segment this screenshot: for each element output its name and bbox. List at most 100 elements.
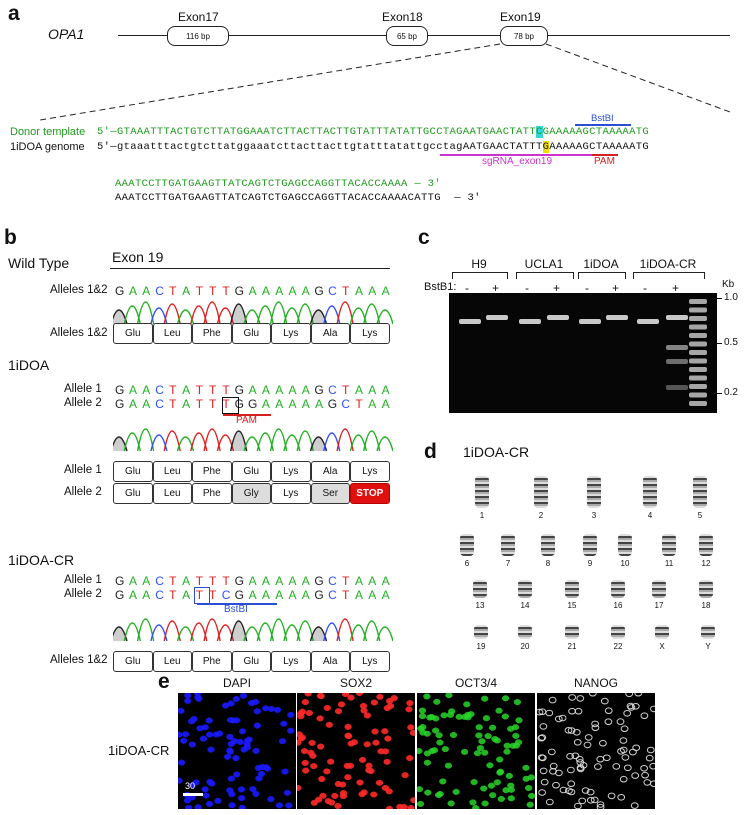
cell-nucleus <box>243 744 251 751</box>
cell-nucleus <box>344 774 352 781</box>
chromosome <box>699 534 713 556</box>
cell-nucleus <box>475 724 483 731</box>
cell-nucleus <box>573 739 582 746</box>
gel-band <box>689 384 707 389</box>
base-letter: A <box>142 383 151 397</box>
base-letter: A <box>381 383 390 397</box>
cell-nucleus <box>327 758 335 765</box>
cell-nucleus <box>640 765 648 772</box>
cell-nucleus <box>627 704 636 711</box>
gel-bands <box>459 299 707 406</box>
amino-acid-box: Glu <box>231 651 271 672</box>
base-letter: G <box>234 284 244 298</box>
cell-nucleus <box>384 735 392 742</box>
cell-nucleus <box>447 800 455 807</box>
chromatogram-peak <box>376 436 393 452</box>
cell-nucleus <box>212 731 220 738</box>
cell-nucleus <box>400 803 408 809</box>
scale-bar <box>183 793 203 796</box>
marker-1: 1.0 <box>724 292 738 303</box>
cell-nucleus <box>489 792 497 799</box>
base-letter: C <box>341 397 351 411</box>
cell-nucleus <box>539 723 548 730</box>
chromosome <box>701 625 715 639</box>
base-letter: A <box>381 588 390 602</box>
cell-nucleus <box>619 737 628 744</box>
cell-nucleus <box>564 727 573 734</box>
base-letter: C <box>328 574 337 588</box>
amino-acid-box: Lys <box>350 461 390 482</box>
base-letter: G <box>314 284 324 298</box>
cell-nucleus <box>568 707 576 715</box>
cell-nucleus <box>381 728 389 735</box>
amino-acid-box: Glu <box>113 323 153 344</box>
cell-nucleus <box>324 798 332 805</box>
cell-nucleus <box>650 780 655 787</box>
cell-nucleus <box>538 789 546 796</box>
chromosome <box>655 625 669 639</box>
cell-nucleus <box>567 727 576 734</box>
cell-nucleus <box>558 714 567 722</box>
cell-nucleus <box>189 781 197 789</box>
cell-nucleus <box>257 770 266 777</box>
base-letter: T <box>222 397 230 411</box>
cr-edit-box <box>194 587 210 604</box>
base-letter: T <box>209 383 217 397</box>
base-letter: T <box>209 284 217 298</box>
cell-nucleus <box>487 782 496 789</box>
cell-nucleus <box>193 693 202 697</box>
cell-nucleus <box>323 768 331 775</box>
cell-nucleus <box>486 762 494 769</box>
cell-nucleus <box>358 791 366 798</box>
cell-nucleus <box>205 800 214 807</box>
amino-acid-box: Leu <box>152 483 192 504</box>
cell-nucleus <box>334 802 342 809</box>
chromosome <box>611 580 625 598</box>
genome-seq-highlight: G <box>542 141 550 153</box>
gel-band <box>689 341 707 347</box>
cell-nucleus <box>181 731 190 738</box>
base-letter: A <box>354 588 363 602</box>
cell-nucleus <box>548 696 557 704</box>
genome-seq-line2-text: AAATCCTTGATGAAGTTATCAGTCTGAGCCAGGTTACACC… <box>115 192 441 204</box>
exon18-name: Exon18 <box>382 10 423 24</box>
cell-nucleus <box>401 772 409 779</box>
cell-nucleus <box>423 759 432 766</box>
base-letter: C <box>155 284 164 298</box>
base-letter: T <box>169 284 177 298</box>
chromosome-label: 8 <box>545 559 551 568</box>
cell-nucleus <box>359 702 368 709</box>
cell-nucleus <box>238 804 246 809</box>
gel-lane-sign: - <box>465 281 469 295</box>
base-letter: A <box>288 588 297 602</box>
base-letter: G <box>234 574 244 588</box>
cell-nucleus <box>620 725 629 733</box>
cell-nucleus <box>423 750 432 757</box>
base-letter: C <box>155 397 164 411</box>
cell-nucleus <box>344 732 352 739</box>
chromosome-label: 5 <box>697 511 703 520</box>
chromosome <box>460 534 474 556</box>
donor-seq-line2: AAATCCTTGATGAAGTTATCAGTCTGAGCCAGGTTACACC… <box>115 178 441 190</box>
base-letter: A <box>128 588 137 602</box>
cell-nucleus <box>515 717 523 724</box>
base-letter: T <box>222 383 230 397</box>
cell-nucleus <box>596 803 605 809</box>
cell-nucleus <box>201 786 209 793</box>
chromosome-label: X <box>659 642 665 651</box>
base-letter: A <box>128 574 137 588</box>
genome-seq-2: attgcctag <box>402 141 463 153</box>
cell-nucleus <box>302 767 310 774</box>
gel-lane-sign: + <box>672 281 680 295</box>
panel-b-label: b <box>4 226 17 249</box>
cell-nucleus <box>604 707 613 715</box>
cell-nucleus <box>223 753 232 760</box>
chromosome <box>587 476 601 508</box>
cell-nucleus <box>439 778 447 785</box>
cell-nucleus <box>507 725 515 732</box>
cell-nucleus <box>576 764 585 771</box>
cell-nucleus <box>616 718 625 725</box>
cell-nucleus <box>407 804 415 809</box>
